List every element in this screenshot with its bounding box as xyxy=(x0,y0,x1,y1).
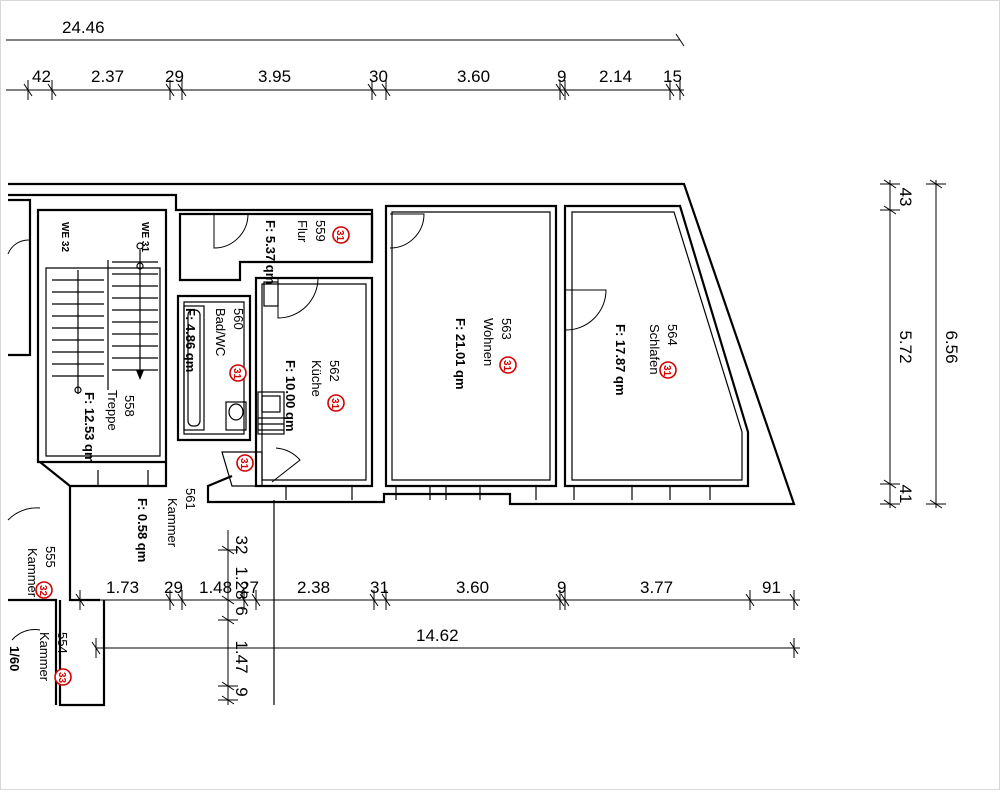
right-dimension-chain: 43 5.72 41 6.56 xyxy=(880,179,961,509)
apartment-badge-kammer554: 33 xyxy=(54,668,72,686)
dim-top-seg-9: 15 xyxy=(663,67,682,86)
dim-bottom-seg-10: 91 xyxy=(762,578,781,597)
fixtures xyxy=(183,281,285,435)
room-number: 558 xyxy=(122,395,137,417)
dim-bottom-seg-4: 27 xyxy=(240,578,259,597)
dim-right-seg-3: 41 xyxy=(896,485,915,504)
dim-bottom-seg-1: 1.73 xyxy=(106,578,139,597)
dim-top-seg-5: 30 xyxy=(369,67,388,86)
dim-top-seg-1: 42 xyxy=(32,67,51,86)
room-564-label: 564 Schlafen F: 17.87 qm xyxy=(613,324,680,396)
room-number: 562 xyxy=(327,360,342,382)
dim-vert-1: 32 xyxy=(232,536,251,555)
bathtub xyxy=(183,305,205,431)
dim-bottom-seg-3: 1.48 xyxy=(199,578,232,597)
room-561-label: 561 Kammer F: 0.58 qm xyxy=(135,488,198,562)
room-name: Kammer xyxy=(37,632,52,682)
room-name: Schlafen xyxy=(647,324,662,375)
room-area: F: 12.53 qm xyxy=(82,392,97,464)
room-number: 563 xyxy=(499,318,514,340)
apartment-badge-kammer555: 32 xyxy=(35,581,53,599)
room-554-label: 554 Kammer xyxy=(37,632,70,682)
dim-right-seg-1: 43 xyxy=(896,188,915,207)
room-name: Flur xyxy=(295,220,310,243)
dim-top-seg-2: 2.37 xyxy=(91,67,124,86)
room-number: 555 xyxy=(43,546,58,568)
room-563-label: 563 Wohnen F: 21.01 qm xyxy=(453,318,514,390)
apartment-badge-flur: 31 xyxy=(332,226,350,244)
badge-number: 31 xyxy=(501,360,512,372)
dim-bottom-seg-2: 29 xyxy=(164,578,183,597)
dim-vert-3: 6 xyxy=(232,606,251,615)
dim-vert-2: 1.28 xyxy=(232,566,251,599)
stair-mark-we32: WE 32 xyxy=(59,222,70,252)
dim-top-seg-4: 3.95 xyxy=(258,67,291,86)
dim-bottom-seg-5: 2.38 xyxy=(297,578,330,597)
room-560-label: 560 Bad/WC F: 4.86 qm xyxy=(183,308,246,372)
partial-label: 1/60 xyxy=(7,646,22,671)
room-558-label: 558 Treppe F: 12.53 qm xyxy=(82,390,137,464)
room-area: F: 5.37 qm xyxy=(263,220,278,284)
apartment-badge-wohnen: 31 xyxy=(499,356,517,374)
room-name: Bad/WC xyxy=(213,308,228,356)
room-name: Kammer xyxy=(25,548,40,598)
toilet xyxy=(225,401,247,431)
room-name: Treppe xyxy=(105,390,120,431)
apartment-badge-kueche: 31 xyxy=(327,394,345,412)
badge-number: 31 xyxy=(334,230,345,242)
badge-number: 32 xyxy=(37,585,48,597)
dim-vert-4: 1.47 xyxy=(232,640,251,673)
room-area: F: 17.87 qm xyxy=(613,324,628,396)
dim-right-seg-2: 5.72 xyxy=(896,330,915,363)
apartment-badge-kammer561: 31 xyxy=(236,454,254,472)
dim-top-seg-6: 3.60 xyxy=(457,67,490,86)
dim-bottom-seg-7: 3.60 xyxy=(456,578,489,597)
apartment-badge-bad: 31 xyxy=(229,364,247,382)
room-number: 561 xyxy=(183,488,198,510)
room-number: 564 xyxy=(665,324,680,346)
apartment-badge-schlafen: 31 xyxy=(659,361,677,379)
top-dimension-chain: 24.46 42 2.37 29 3.95 30 3.60 9 2.14 15 xyxy=(6,18,685,100)
room-559-label: 559 Flur F: 5.37 qm xyxy=(263,220,328,284)
dim-vert-5: 9 xyxy=(232,687,251,696)
room-number: 560 xyxy=(231,308,246,330)
dim-top-seg-3: 29 xyxy=(165,67,184,86)
room-area: F: 4.86 qm xyxy=(183,308,198,372)
room-number: 559 xyxy=(313,220,328,242)
vertical-dimension-chain: 32 1.28 6 1.47 9 xyxy=(218,500,275,705)
room-name: Kammer xyxy=(165,498,180,548)
badge-number: 31 xyxy=(238,458,249,470)
badge-number: 31 xyxy=(231,368,242,380)
dim-right-overall: 6.56 xyxy=(942,330,961,363)
dim-bottom-seg-9: 3.77 xyxy=(640,578,673,597)
badge-number: 33 xyxy=(56,672,67,684)
dim-overall-top: 24.46 xyxy=(62,18,105,37)
room-name: Wohnen xyxy=(481,318,496,366)
room-name: Küche xyxy=(309,360,324,397)
dim-top-seg-7: 9 xyxy=(557,67,566,86)
doors xyxy=(7,213,607,641)
dim-bottom-seg-6: 31 xyxy=(370,578,389,597)
badge-number: 31 xyxy=(661,365,672,377)
dim-bottom-seg-8: 9 xyxy=(557,578,566,597)
dim-top-seg-8: 2.14 xyxy=(599,67,632,86)
dim-bottom-overall: 14.62 xyxy=(416,626,459,645)
walls xyxy=(8,182,796,707)
room-area: F: 21.01 qm xyxy=(453,318,468,390)
stair-mark-we31: WE 31 xyxy=(139,222,150,252)
room-area: F: 0.58 qm xyxy=(135,498,150,562)
staircase xyxy=(52,242,158,394)
room-555-label: 555 Kammer xyxy=(25,546,58,598)
room-number: 554 xyxy=(55,632,70,654)
badge-number: 31 xyxy=(329,398,340,410)
kitchen-sink xyxy=(257,391,285,435)
room-562-label: 562 Küche F: 10.00 qm xyxy=(283,360,342,432)
bottom-dimension-chain: 1.73 29 1.48 27 2.38 31 3.60 9 3.77 91 1… xyxy=(75,578,800,658)
room-area: F: 10.00 qm xyxy=(283,360,298,432)
